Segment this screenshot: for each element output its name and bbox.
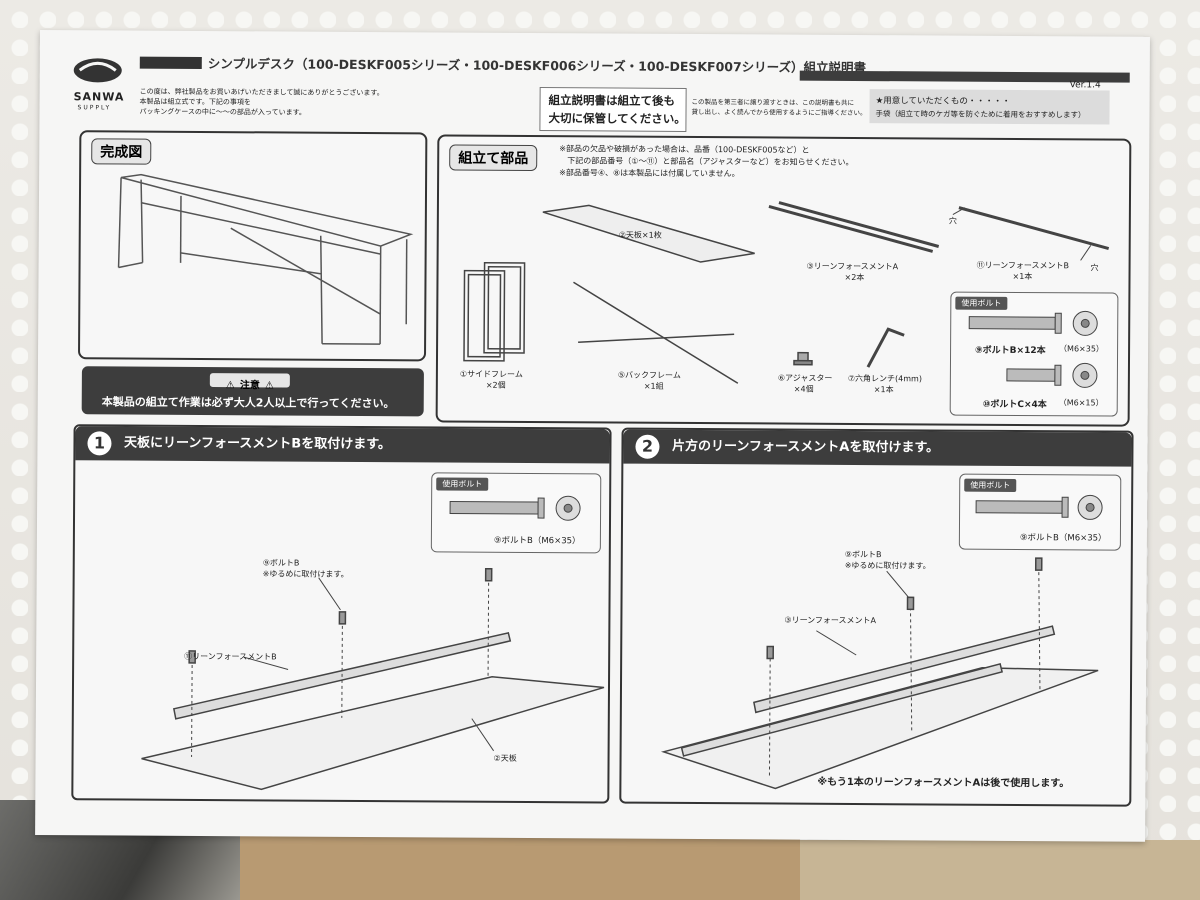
- step1-bolt-drawing: [449, 495, 581, 521]
- prep-line-1: ★用意していただくもの・・・・・: [875, 96, 1011, 107]
- caution-label: 注意: [239, 380, 260, 392]
- warning-icon-right: ⚠: [264, 380, 274, 392]
- completed-panel: 完成図: [77, 130, 428, 362]
- step1-panel: 1 天板にリーンフォースメントBを取付けます。 使用ボルト ⑨ボルトB（M6×3…: [71, 424, 612, 804]
- floor-area: [800, 840, 1200, 900]
- title-black-block: [139, 56, 202, 69]
- step2-footnote: ※もう1本のリーンフォースメントAは後で使用します。: [817, 776, 1070, 790]
- step2-panel: 2 片方のリーンフォースメントAを取付けます。 使用ボルト ⑨ボルトB（M6×3…: [619, 427, 1134, 807]
- keep-notice-sub-2: 貸し出し、よく読んでから使用するようにご指導ください。: [691, 107, 867, 118]
- bolt-b-label: ⑨ボルトB×12本: [975, 345, 1046, 357]
- step2-callout-bolt: ⑨ボルトB: [844, 549, 882, 560]
- bolt-c-spec: （M6×15）: [1058, 398, 1104, 408]
- cardboard-box: [240, 828, 800, 900]
- bolts-drawing: [968, 310, 1098, 388]
- instruction-sheet: SANWA SUPPLY シンプルデスク（100-DESKF005シリーズ・10…: [35, 30, 1150, 842]
- step2-callout-note: ※ゆるめに取付けます。: [844, 560, 931, 571]
- step1-bolt-box: 使用ボルト ⑨ボルトB（M6×35）: [430, 472, 602, 554]
- parts-panel: 組立て部品 ※部品の欠品や破損があった場合は、品番（100-DESKF005など…: [435, 134, 1132, 427]
- logo-subtext: SUPPLY: [77, 104, 112, 112]
- keep-notice: 組立説明書は組立て後も 大切に保管してください。: [539, 87, 687, 132]
- bolt-c-label: ⑩ボルトC×4本: [982, 399, 1047, 411]
- part-back-frame-qty: ×1組: [643, 381, 664, 391]
- parts-bolts-box: 使用ボルト ⑨ボルトB×12本 （M6×35） ⑩ボルトC×4本 （M6×15）: [949, 291, 1119, 417]
- step1-drawing: [141, 567, 605, 791]
- part-side-frame-qty: ×2個: [485, 380, 506, 390]
- part-top-board: ②天板×1枚: [618, 230, 662, 240]
- intro-line-3: パッキングケースの中に〜〜の部品が入っています。: [139, 107, 306, 117]
- part-adjuster: ⑥アジャスター: [777, 373, 833, 383]
- intro-line-2: 本製品は組立式です。下記の事項を: [139, 97, 251, 107]
- part-side-frame: ①サイドフレーム: [459, 369, 523, 379]
- step1-label-top-board: ②天板: [493, 753, 517, 763]
- prep-line-2: 手袋（組立て時のケガ等を防ぐために着用をおすすめします）: [875, 109, 1086, 120]
- hole-label-1: 穴: [948, 216, 957, 226]
- step1-label-reinforcement: ⑪リーンフォースメントB: [184, 651, 277, 662]
- step2-bolt-drawing: [975, 494, 1103, 520]
- part-adjuster-qty: ×4個: [793, 384, 814, 394]
- document-title: シンプルデスク（100-DESKF005シリーズ・100-DESKF006シリー…: [207, 56, 867, 76]
- caution-label-box: ⚠ 注意 ⚠: [209, 373, 290, 391]
- step1-callout-note: ※ゆるめに取付けます。: [262, 569, 349, 579]
- logo-text: SANWA: [73, 90, 125, 104]
- step2-drawing: [660, 557, 1099, 790]
- bolt-b-spec: （M6×35）: [1059, 344, 1104, 354]
- step1-callout-bolt: ⑨ボルトB: [262, 558, 300, 568]
- logo-swirl-icon: [73, 58, 122, 83]
- prep-box: ★用意していただくもの・・・・・ 手袋（組立て時のケガ等を防ぐために着用をおすす…: [869, 89, 1110, 125]
- caution-box: ⚠ 注意 ⚠ 本製品の組立て作業は必ず大人2人以上で行ってください。: [81, 366, 424, 417]
- part-back-frame: ⑤バックフレーム: [617, 370, 681, 380]
- keep-notice-line-2: 大切に保管してください。: [548, 111, 686, 126]
- version-label: Ver.1.4: [1069, 80, 1101, 91]
- part-reinforcement-b-qty: ×1本: [1012, 271, 1033, 282]
- completed-desk-drawing: [117, 173, 414, 345]
- part-hex-wrench-qty: ×1本: [873, 385, 894, 395]
- hole-label-2: 穴: [1090, 263, 1099, 273]
- part-reinforcement-a: ③リーンフォースメントA: [806, 261, 899, 272]
- part-reinforcement-a-qty: ×2本: [844, 272, 865, 283]
- step2-bolt-box: 使用ボルト ⑨ボルトB（M6×35）: [958, 473, 1122, 551]
- part-reinforcement-b: ⑪リーンフォースメントB: [976, 260, 1070, 271]
- warning-icon: ⚠: [225, 380, 235, 392]
- caution-text: 本製品の組立て作業は必ず大人2人以上で行ってください。: [101, 395, 395, 411]
- part-hex-wrench: ⑦六角レンチ(4mm): [847, 373, 923, 384]
- parts-drawing: [463, 201, 1110, 384]
- brand-logo: SANWA SUPPLY: [69, 54, 129, 114]
- step2-label-reinforcement: ③リーンフォースメントA: [784, 615, 877, 626]
- keep-notice-line-1: 組立説明書は組立て後も: [548, 93, 676, 108]
